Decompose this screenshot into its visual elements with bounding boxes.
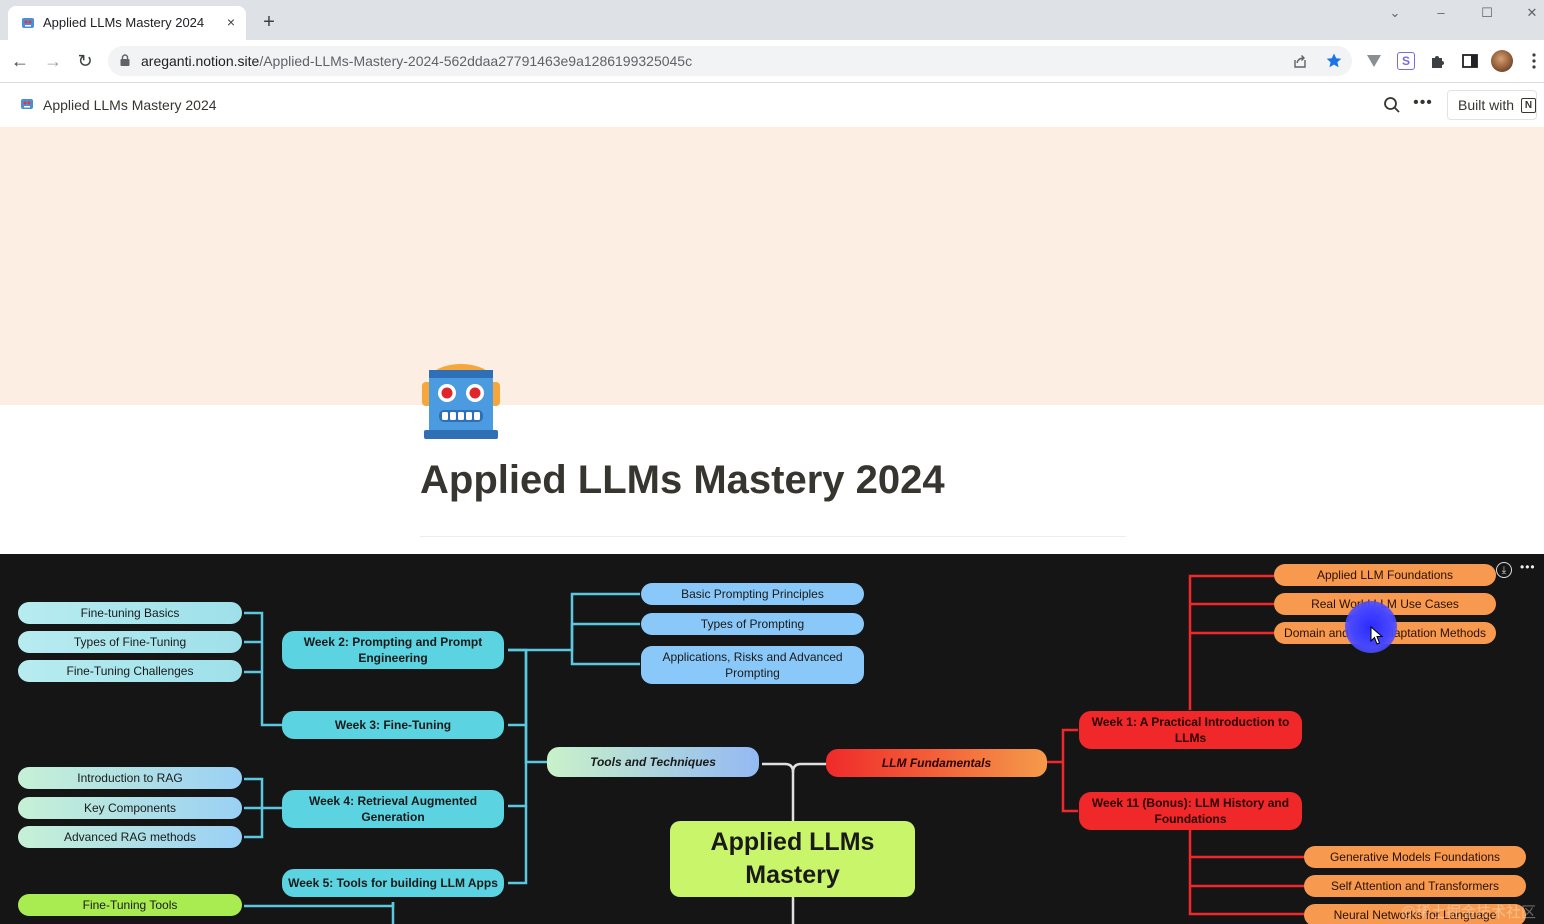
mindmap-branch-fundamentals: LLM Fundamentals <box>826 749 1047 777</box>
page-cover <box>0 127 1544 405</box>
mindmap-leaf: Applications, Risks and Advanced Prompti… <box>641 646 864 684</box>
bookmark-star-icon[interactable] <box>1325 52 1343 70</box>
mindmap-leaf: Generative Models Foundations <box>1304 846 1526 868</box>
notion-topbar: Applied LLMs Mastery 2024 ••• Built with… <box>0 83 1544 127</box>
mindmap-week-node: Week 3: Fine-Tuning <box>282 711 504 739</box>
mindmap-leaf: Fine-tuning Basics <box>18 602 242 624</box>
built-with-notion-button[interactable]: Built with N <box>1447 90 1537 120</box>
tab-close-icon[interactable]: × <box>226 14 236 30</box>
browser-menu-icon[interactable] <box>1526 52 1542 70</box>
more-options-icon[interactable]: ••• <box>1413 94 1433 111</box>
built-with-label: Built with <box>1458 97 1515 113</box>
url-text[interactable]: areganti.notion.site/Applied-LLMs-Master… <box>141 53 692 69</box>
mindmap-leaf: Neural Networks for Language <box>1304 904 1526 924</box>
mindmap-connectors <box>244 574 1304 924</box>
robot-page-icon-large[interactable] <box>420 360 502 442</box>
mindmap-leaf: Key Components <box>18 797 242 819</box>
search-icon[interactable] <box>1382 95 1402 115</box>
download-icon[interactable]: ⤓ <box>1496 562 1512 578</box>
divider <box>420 536 1126 537</box>
mindmap-branch-tools: Tools and Techniques <box>547 747 759 777</box>
url-host: areganti.notion.site <box>141 53 260 69</box>
reload-button[interactable]: ↻ <box>77 51 93 71</box>
maximize-button[interactable]: ☐ <box>1481 5 1493 20</box>
mindmap-leaf: Self Attention and Transformers <box>1304 875 1526 897</box>
new-tab-button[interactable]: + <box>263 11 275 33</box>
minimize-button[interactable]: – <box>1437 5 1445 20</box>
mindmap-leaf: Real World LLM Use Cases <box>1274 593 1496 615</box>
browser-tab-bar: Applied LLMs Mastery 2024 × + ⌄ – ☐ ✕ <box>0 0 1544 40</box>
breadcrumb-page-title[interactable]: Applied LLMs Mastery 2024 <box>43 97 217 113</box>
mindmap-leaf: Basic Prompting Principles <box>641 583 864 605</box>
profile-avatar[interactable] <box>1491 50 1513 72</box>
close-window-button[interactable]: ✕ <box>1526 5 1538 20</box>
address-bar[interactable]: areganti.notion.site/Applied-LLMs-Master… <box>108 46 1352 76</box>
mindmap-leaf: Types of Prompting <box>641 613 864 635</box>
browser-tab[interactable]: Applied LLMs Mastery 2024 × <box>8 6 246 40</box>
robot-page-icon[interactable] <box>19 96 35 112</box>
back-button[interactable]: ← <box>11 51 29 71</box>
extension-s-icon[interactable]: S <box>1397 52 1415 70</box>
sidepanel-icon[interactable] <box>1461 52 1479 70</box>
mindmap-leaf: Introduction to RAG <box>18 767 242 789</box>
mindmap-week-node: Week 11 (Bonus): LLM History and Foundat… <box>1079 792 1302 830</box>
url-path: /Applied-LLMs-Mastery-2024-562ddaa277914… <box>259 53 693 69</box>
mindmap-leaf: Advanced RAG methods <box>18 826 242 848</box>
mindmap-center-node: Applied LLMs Mastery <box>670 821 915 897</box>
watermark: @稀土掘金技术社区 <box>1400 904 1536 921</box>
puzzle-icon[interactable] <box>1429 52 1447 70</box>
mindmap-leaf: Types of Fine-Tuning <box>18 631 242 653</box>
share-icon[interactable] <box>1292 53 1308 69</box>
mindmap-leaf: Applied LLM Foundations <box>1274 564 1496 586</box>
forward-button[interactable]: → <box>44 51 62 71</box>
page-title[interactable]: Applied LLMs Mastery 2024 <box>420 458 945 502</box>
mindmap-leaf: Fine-Tuning Tools <box>18 894 242 916</box>
notion-logo-icon: N <box>1521 98 1536 113</box>
vimium-icon[interactable] <box>1365 52 1383 70</box>
mouse-pointer-icon <box>1370 626 1384 645</box>
mindmap-week-node: Week 1: A Practical Introduction to LLMs <box>1079 711 1302 749</box>
lock-icon[interactable] <box>120 54 130 66</box>
browser-toolbar: ← → ↻ areganti.notion.site/Applied-LLMs-… <box>0 40 1544 83</box>
tab-title: Applied LLMs Mastery 2024 <box>43 15 205 30</box>
mindmap-leaf: Fine-Tuning Challenges <box>18 660 242 682</box>
tab-search-icon[interactable]: ⌄ <box>1389 5 1401 20</box>
mindmap-week-node: Week 2: Prompting and Prompt Engineering <box>282 631 504 669</box>
mindmap-image[interactable]: Fine-tuning Basics Types of Fine-Tuning … <box>0 554 1544 924</box>
mindmap-week-node: Week 5: Tools for building LLM Apps <box>282 869 504 897</box>
mindmap-week-node: Week 4: Retrieval Augmented Generation <box>282 790 504 828</box>
image-more-icon[interactable]: ••• <box>1520 560 1536 574</box>
robot-favicon-icon <box>22 18 34 28</box>
